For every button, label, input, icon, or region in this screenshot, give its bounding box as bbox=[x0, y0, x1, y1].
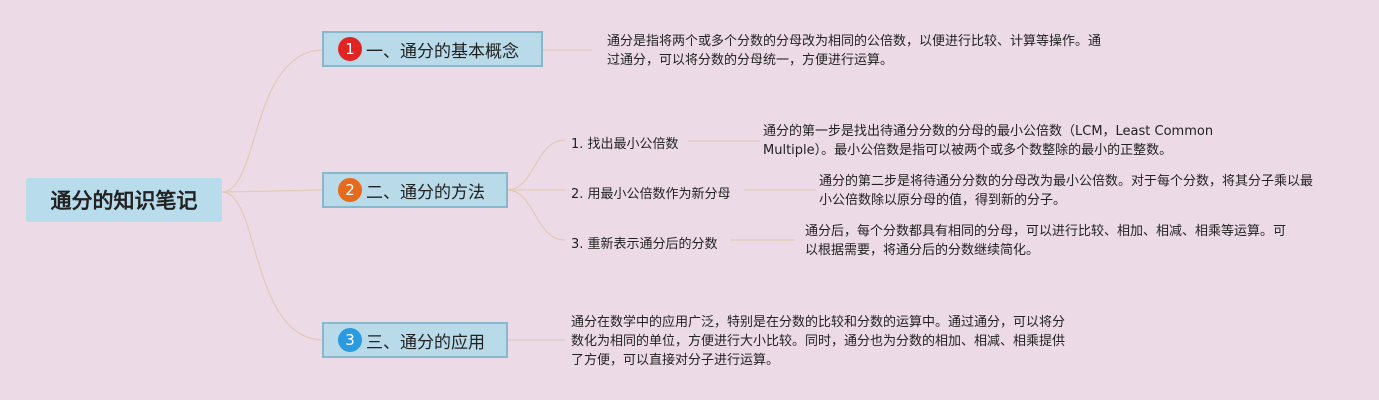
method-step-2-description: 通分的第二步是将待通分分数的分母改为最小公倍数。对于每个分数，将其分子乘以最小公… bbox=[819, 174, 1314, 208]
branch-title: 三、通分的应用 bbox=[366, 332, 485, 353]
method-step-1[interactable]: 1. 找出最小公倍数 bbox=[571, 137, 679, 152]
number-badge-icon: 2 bbox=[338, 178, 362, 202]
branch-basic-concept-description: 通分是指将两个或多个分数的分母改为相同的公倍数，以便进行比较、计算等操作。通过通… bbox=[607, 34, 1102, 68]
branch-title: 一、通分的基本概念 bbox=[366, 41, 519, 62]
method-step-3[interactable]: 3. 重新表示通分后的分数 bbox=[571, 237, 718, 252]
method-step-2[interactable]: 2. 用最小公倍数作为新分母 bbox=[571, 187, 731, 202]
branch-applications-description: 通分在数学中的应用广泛，特别是在分数的比较和分数的运算中。通过通分，可以将分数化… bbox=[571, 315, 1066, 368]
method-step-1-description: 通分的第一步是找出待通分分数的分母的最小公倍数（LCM，Least Common… bbox=[763, 124, 1214, 158]
method-step-3-description: 通分后，每个分数都具有相同的分母，可以进行比较、相加、相减、相乘等运算。可以根据… bbox=[805, 224, 1287, 258]
branch-methods[interactable]: 2 二、通分的方法 bbox=[322, 172, 508, 208]
root-topic[interactable]: 通分的知识笔记 bbox=[26, 178, 222, 222]
number-badge-icon: 1 bbox=[338, 37, 362, 61]
number-badge-icon: 3 bbox=[338, 328, 362, 352]
branch-basic-concept[interactable]: 1 一、通分的基本概念 bbox=[322, 31, 543, 67]
branch-title: 二、通分的方法 bbox=[366, 182, 485, 203]
root-title: 通分的知识笔记 bbox=[50, 189, 198, 213]
branch-applications[interactable]: 3 三、通分的应用 bbox=[322, 322, 508, 358]
